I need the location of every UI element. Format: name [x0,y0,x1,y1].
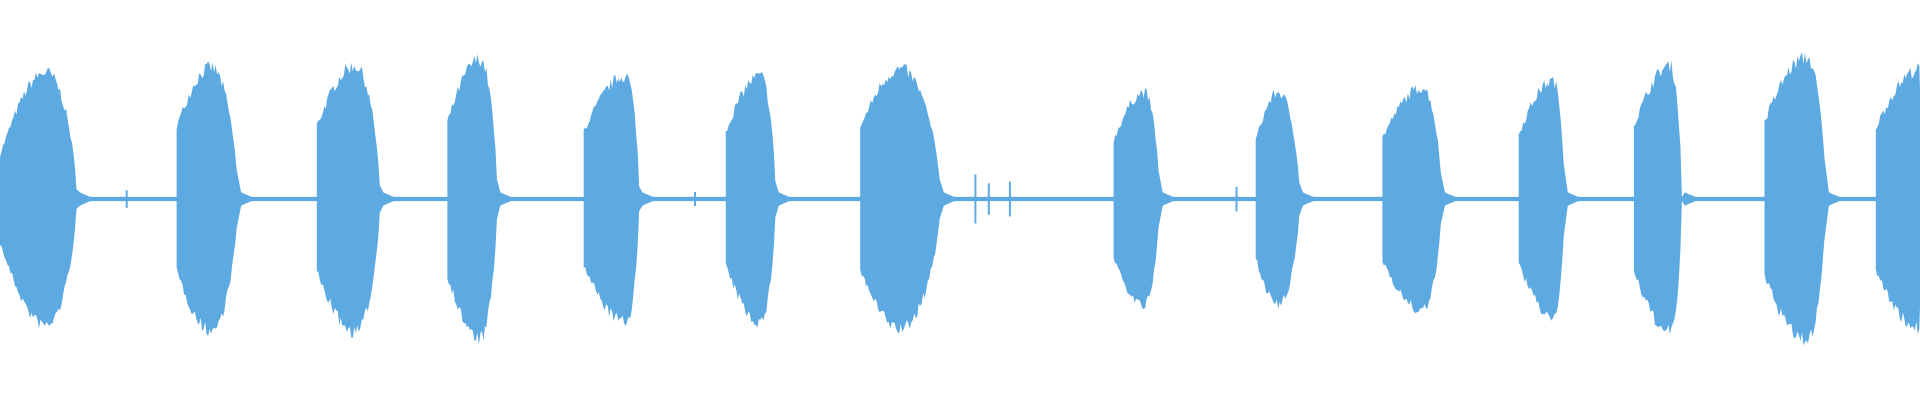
waveform-burst [1875,63,1920,334]
waveform-burst [1255,90,1318,309]
waveform-click [1008,181,1011,217]
waveform-burst [1633,60,1700,335]
waveform-burst [860,64,959,334]
waveform-click [694,192,696,206]
waveform-burst [447,54,516,345]
waveform-burst [1382,84,1460,314]
waveform-burst [0,67,95,329]
waveform-click [1235,186,1238,212]
waveform-burst [176,61,257,336]
waveform-click [987,183,990,215]
waveform-burst [1764,52,1844,346]
waveform-click [125,190,128,208]
waveform-bursts [0,52,1920,346]
waveform-clicks [125,174,1238,224]
waveform-burst [1518,76,1583,321]
waveform-burst [725,72,794,328]
waveform-burst [583,73,658,326]
waveform-burst [1113,88,1178,309]
waveform-click [974,174,977,224]
waveform-burst [316,62,399,338]
